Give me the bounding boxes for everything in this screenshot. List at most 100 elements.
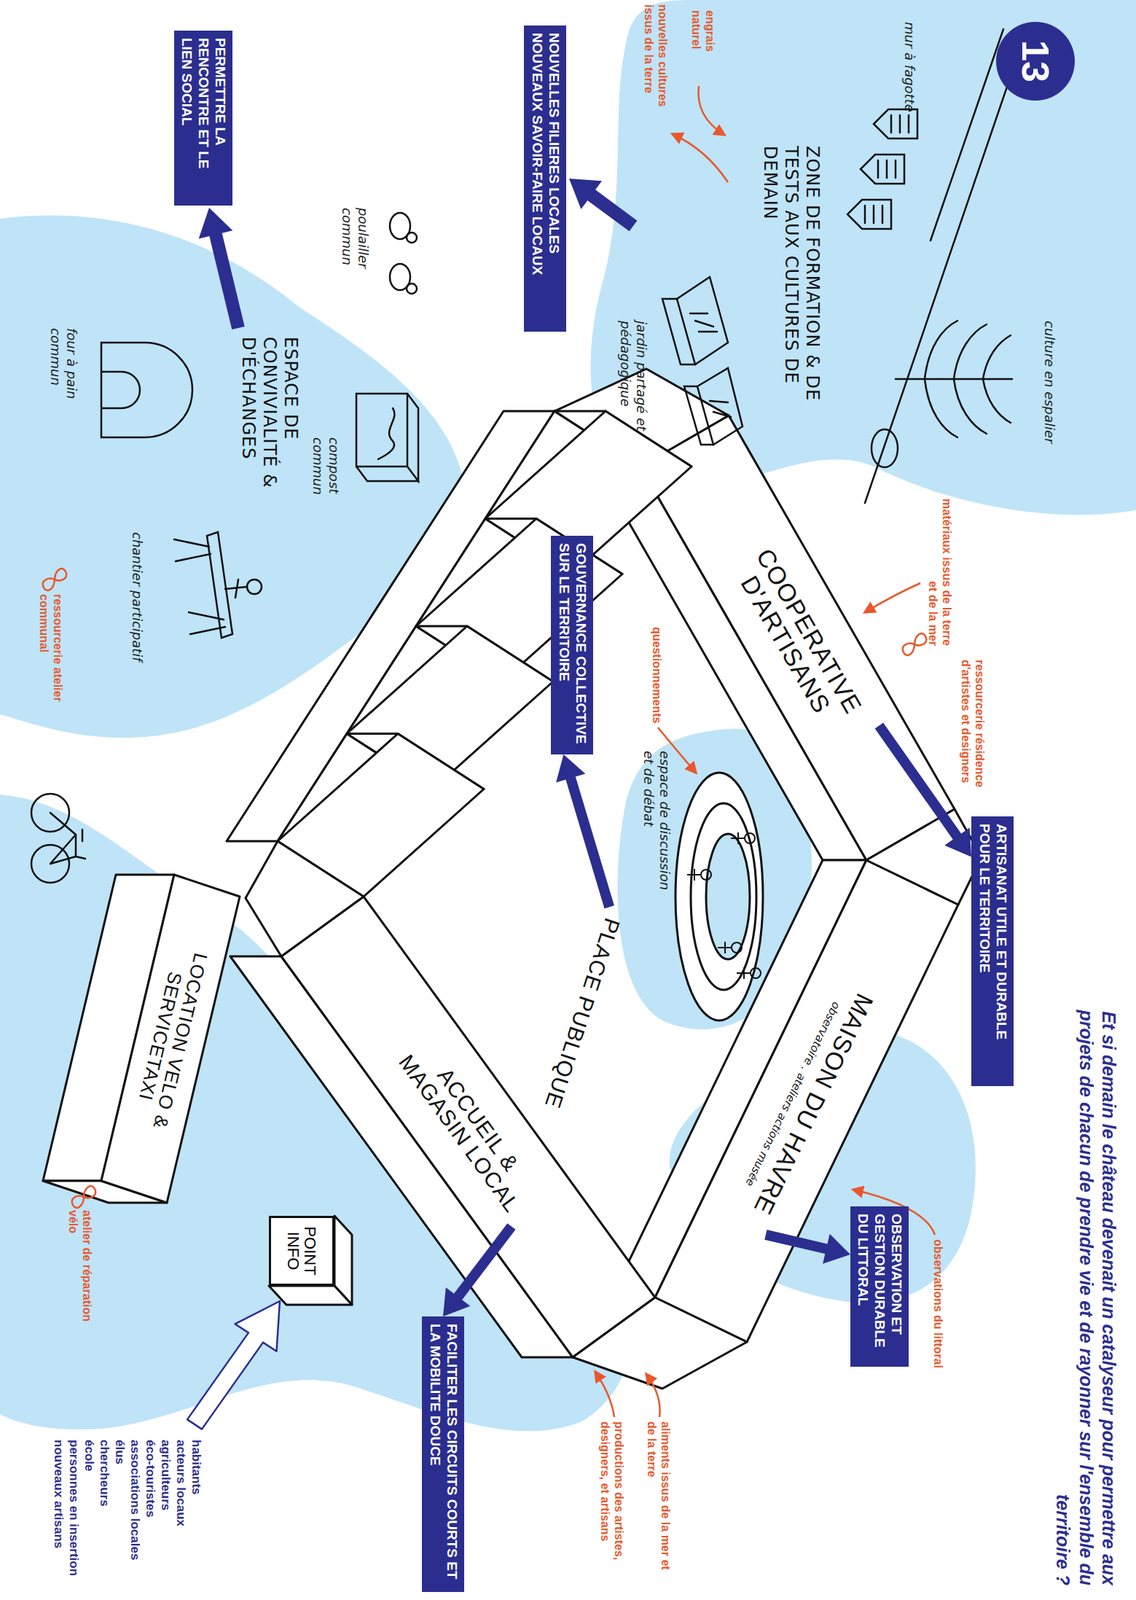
note-label: nouvelles cultures issus de la terre <box>641 4 670 129</box>
note-label: ressourcerie atelier communal <box>37 593 65 740</box>
orange-leader-part <box>698 85 725 135</box>
ampersand-symbol-part <box>39 566 70 591</box>
note-label: mur à fagotte <box>901 21 918 132</box>
ampersand-symbol-part <box>899 631 930 656</box>
goal-box: NOUVELLES FILIERES LOCALES NOUVEAUX SAVO… <box>523 25 567 332</box>
node-text: NOUVELLES FILIERES LOCALES NOUVEAUX SAVO… <box>528 32 562 325</box>
note-label: four à pain commun <box>48 327 80 445</box>
castle-building-part <box>572 1297 747 1389</box>
connector-shaft <box>456 1225 512 1298</box>
castle-building-part <box>640 415 955 860</box>
garden-sketch-part <box>225 579 248 598</box>
note-label: chantier participatif <box>128 531 146 664</box>
arrow-head <box>443 1286 470 1316</box>
castle-building-part <box>268 1285 352 1305</box>
garden-sketch-part <box>662 276 728 365</box>
arrow-head <box>944 827 972 857</box>
note-label: matériaux issus de la terre et de la mer <box>926 492 954 646</box>
garden-sketch-part <box>847 199 892 229</box>
orange-leader <box>595 85 935 1417</box>
node-text: PERMETTRE LA RENCONTRE ET LE LIEN SOCIAL <box>178 37 229 199</box>
goal-box: GOUVERNANCE COLLECTIVE SUR LE TERRITOIRE <box>550 535 594 755</box>
amphitheatre-part-part <box>717 941 732 954</box>
connector-shaft <box>570 776 610 908</box>
goal-box: FACILITER LES CIRCUITS COURTS ET LA MOBI… <box>421 1315 465 1592</box>
flow-arrow-part <box>198 207 245 330</box>
node-text: PLACE PUBLIQUE <box>537 905 628 1120</box>
note-label: habitants <box>188 1439 204 1596</box>
flow-connector <box>443 1225 512 1316</box>
amphitheatre-part-part <box>744 832 755 844</box>
garden-sketch-part <box>873 109 918 139</box>
node-text: 13 <box>1013 40 1058 83</box>
orange-leader-part <box>672 134 728 183</box>
garden-sketch-part <box>864 29 1027 503</box>
node-text: LOCATION VELO & SERVICETAXI <box>127 937 213 1139</box>
note-label: nouveaux artisans <box>51 1439 66 1596</box>
connector-shaft <box>765 1234 828 1249</box>
diagram-title: Et si demain le château devenait un cata… <box>1051 987 1120 1585</box>
building-wing-label: LOCATION VELO & SERVICETAXI <box>127 937 213 1139</box>
note-label: ressourcerie résidence d'artistes et des… <box>958 659 987 795</box>
garden-sketch-part <box>895 320 1013 438</box>
orange-leader-part <box>595 1371 615 1417</box>
node-text: COOPERATIVE D'ARTISANS <box>716 523 879 752</box>
orange-leader-part <box>646 1373 661 1417</box>
node-text: MAISON DU HAVRE <box>741 973 887 1235</box>
node-subtitle: observatoire . ateliers actions musée <box>727 966 860 1222</box>
node-text: POINT INFO <box>284 1220 319 1281</box>
note-label: élus <box>112 1439 127 1596</box>
flow-connector <box>878 725 972 857</box>
amphitheatre-part-part <box>730 832 745 844</box>
note-label: ESPACE DE CONVIVIALITÉ & D'ÉCHANGES <box>238 336 301 541</box>
arrow-head <box>822 1233 851 1264</box>
goal-box: PERMETTRE LA RENCONTRE ET LE LIEN SOCIAL <box>174 30 233 206</box>
castle-building-part <box>866 808 982 905</box>
note-label: poulailler commun <box>339 207 371 296</box>
amphitheatre-part-part <box>750 967 761 978</box>
amphitheatre-part <box>706 833 750 959</box>
flow-connector <box>765 1233 851 1264</box>
node-text: OBSERVATION ET GESTION DURABLE DU LITTOR… <box>854 1213 905 1359</box>
garden-sketch-part <box>101 342 193 438</box>
castle-building <box>42 368 982 1389</box>
note-label: engrais naturel <box>689 10 718 84</box>
note-label: observations du littoral <box>931 1238 946 1400</box>
amphitheatre-part-part <box>731 942 742 953</box>
garden-sketch-part <box>247 579 262 594</box>
note-label: aliments issus de la mer et de la terre <box>644 1420 673 1583</box>
garden-sketch-part <box>406 232 417 243</box>
note-label: espace de discussion et de débat <box>641 750 673 904</box>
note-label: atelier de réparation vélo <box>66 1209 94 1341</box>
flow-arrow <box>198 178 638 330</box>
note-label: questionnements <box>649 626 664 736</box>
amphitheatre-part <box>675 772 763 1021</box>
node-text: ACCUEIL & MAGASIN LOCAL <box>387 1027 551 1227</box>
note-label: culture en espalier <box>1041 320 1058 481</box>
arrow-head <box>555 754 586 783</box>
garden-sketch-part <box>684 367 743 445</box>
amphitheatre-part-part <box>736 966 751 979</box>
building-wing-label: MAISON DU HAVREobservatoire . ateliers a… <box>727 966 887 1235</box>
info-cube: POINT INFO <box>268 1215 335 1286</box>
courtyard-label: PLACE PUBLIQUE <box>537 905 628 1120</box>
amphitheatre-part <box>687 832 761 979</box>
note-label: compost commun <box>310 437 342 540</box>
castle-building-part <box>245 840 364 957</box>
note-label: école <box>81 1439 97 1596</box>
node-text: ARTISANAT UTILE ET DURABLE POUR LE TERRI… <box>975 823 1010 1079</box>
note-label: ZONE DE FORMATION & DE TESTS AUX CULTURE… <box>760 145 823 452</box>
garden-sketch-part <box>356 393 419 481</box>
callout-number: 13 <box>996 21 1075 101</box>
amphitheatre-part-part <box>687 868 701 881</box>
connector-shaft <box>878 725 958 838</box>
flow-arrow-part <box>569 178 637 231</box>
building-wing-label: ACCUEIL & MAGASIN LOCAL <box>387 1027 551 1227</box>
goal-box: OBSERVATION ET GESTION DURABLE DU LITTOR… <box>850 1205 909 1367</box>
note-label: chercheurs <box>96 1439 112 1596</box>
flow-connector <box>555 754 610 907</box>
